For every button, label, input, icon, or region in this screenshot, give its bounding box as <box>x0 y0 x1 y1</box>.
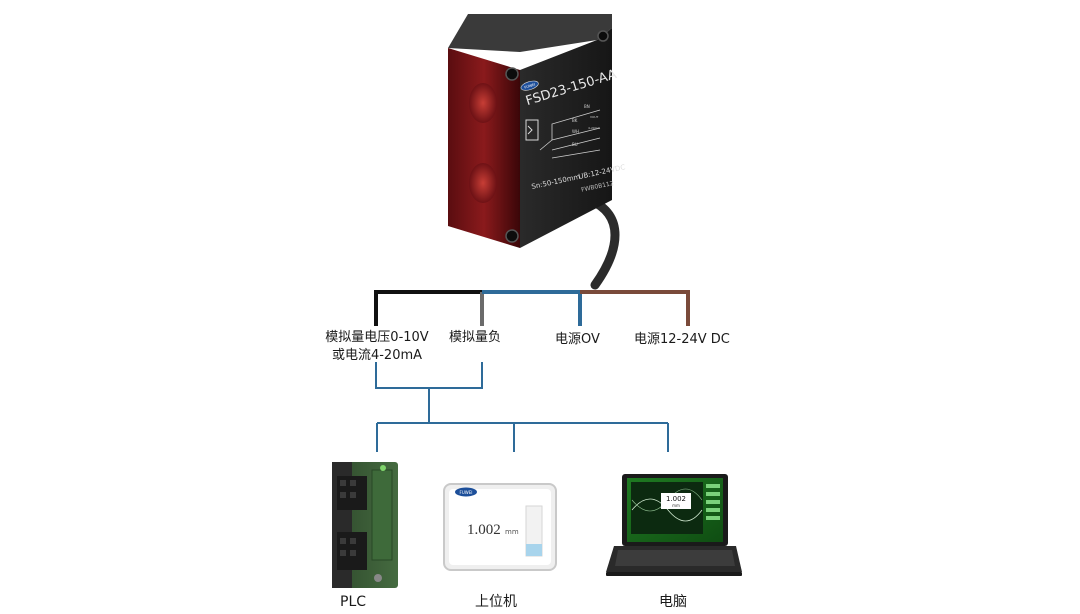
connector-tree <box>375 362 669 452</box>
plc-device <box>332 462 398 588</box>
brand-badge <box>520 80 539 91</box>
host-device: FUWEI 1.002 mm <box>443 483 557 571</box>
wire-label-analog-negative: 模拟量负 <box>449 330 502 345</box>
sensor-top-face <box>448 14 612 52</box>
host-brand-badge <box>455 487 477 497</box>
pc-hinge <box>606 572 742 576</box>
wiring-schematic: BN BK VOUT WH 4-20mA BU <box>525 104 601 159</box>
wire-code-bu: BU <box>572 142 578 147</box>
sensor-wires <box>374 290 690 326</box>
wire-code-bk: BK <box>572 118 578 123</box>
wire-label-power-0v: 电源OV <box>555 332 600 347</box>
analog-out-label-line1: 模拟量电压0-10V <box>325 330 429 345</box>
mount-hole-top <box>505 67 519 81</box>
wire-label-analog-output: 模拟量电压0-10V 或电流4-20mA <box>322 329 432 365</box>
wire-code-iout: 4-20mA <box>588 126 601 130</box>
wire-label-power-supply: 电源12-24V DC <box>634 332 730 347</box>
sensor-side-face <box>520 28 612 248</box>
host-reading-value: 1.002 <box>467 522 501 538</box>
pc-reading-value: 1.002 <box>666 495 686 503</box>
pc-readout-box <box>661 493 691 509</box>
sensor: FUWEI FSD23-150-AA BN BK VOUT WH 4-20mA … <box>448 14 626 290</box>
analog-out-drop <box>375 362 483 389</box>
pc-label: 电脑 <box>659 594 687 610</box>
plc-status-led <box>380 465 386 471</box>
host-reading-unit: mm <box>505 528 519 536</box>
wire-code-bn: BN <box>584 104 590 109</box>
sensor-lens-face <box>448 48 520 248</box>
analog-out-label-line2: 或电流4-20mA <box>331 348 423 363</box>
sensor-cable <box>585 195 620 290</box>
pc-device: 1.002 mm <box>606 474 742 576</box>
wire-brown <box>580 290 690 326</box>
brand-mark: FUWEI <box>524 83 536 90</box>
pc-reading-unit: mm <box>672 503 680 508</box>
emitter-lens <box>469 83 497 123</box>
plc-label: PLC <box>340 594 367 610</box>
mount-hole-right <box>597 30 609 42</box>
mount-hole-bottom <box>505 229 519 243</box>
wire-code-wh: WH <box>572 129 579 134</box>
wire-blue <box>482 290 582 326</box>
plc-screw <box>374 574 382 582</box>
pc-waveform <box>631 498 703 522</box>
cert-mark <box>525 119 539 141</box>
host-level-fill <box>526 544 542 556</box>
wire-code-vout: VOUT <box>590 115 599 119</box>
plc-panel <box>371 469 393 561</box>
receiver-lens <box>469 163 497 203</box>
wire-black <box>374 290 482 326</box>
host-brand-mark: FUWEI <box>460 490 473 495</box>
host-label: 上位机 <box>475 594 517 610</box>
